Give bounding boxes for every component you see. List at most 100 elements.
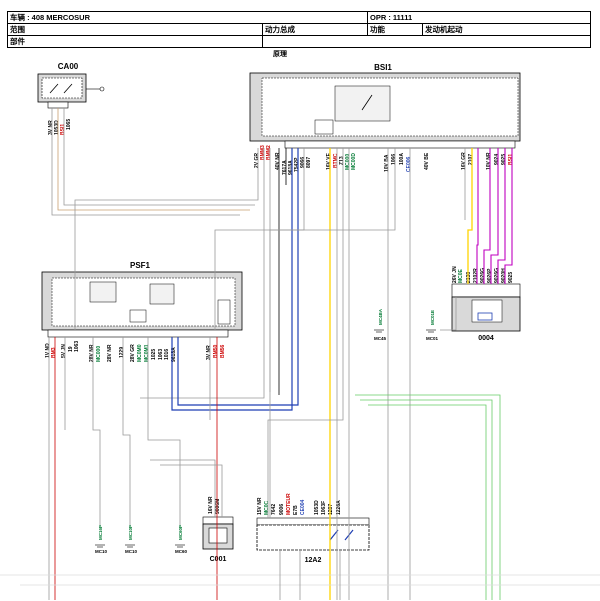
svg-text:9025: 9025	[508, 272, 514, 283]
svg-text:1063F: 1063F	[321, 501, 327, 515]
svg-text:9026G: 9026G	[480, 268, 486, 283]
svg-text:9026P: 9026P	[487, 268, 493, 283]
svg-text:1V ND: 1V ND	[45, 343, 51, 358]
svg-text:MC10: MC10	[95, 549, 108, 554]
key-icon	[99, 86, 105, 92]
psf1-pin-labels: 1V ND BM3 5V JN 19 1063 28V NR MC000 28V…	[45, 341, 226, 362]
svg-text:1229: 1229	[119, 347, 125, 358]
svg-text:BSI1: BSI1	[508, 154, 514, 165]
svg-text:MC60P: MC60P	[178, 525, 183, 540]
svg-text:MC0M0: MC0M0	[137, 344, 143, 362]
c001-label: C001	[210, 556, 227, 563]
c0004-connector	[451, 283, 521, 298]
svg-text:7642: 7642	[271, 504, 277, 515]
svg-text:E7B: E7B	[293, 505, 299, 515]
svg-text:CE004: CE004	[300, 499, 306, 515]
parts-label: 部件	[8, 36, 263, 47]
svg-text:MC16P: MC16P	[98, 525, 103, 540]
svg-text:1226A: 1226A	[336, 500, 342, 515]
svg-text:40V BE: 40V BE	[424, 152, 430, 170]
svg-text:8097: 8097	[306, 157, 312, 168]
function-label: 功能	[368, 24, 423, 35]
svg-text:BM3: BM3	[51, 347, 57, 358]
svg-text:MC01E: MC01E	[430, 310, 435, 325]
svg-text:9618A: 9618A	[171, 347, 177, 362]
header-row-vehicle: 车辆 : 408 MERCOSUR OPR : 11111	[8, 12, 590, 24]
a12a2-box	[256, 524, 370, 551]
svg-text:BM50: BM50	[213, 344, 219, 358]
svg-text:2107: 2107	[468, 154, 474, 165]
svg-text:MC000: MC000	[345, 154, 351, 170]
svg-text:BTMC: BTMC	[333, 153, 339, 168]
svg-text:1053D: 1053D	[54, 120, 60, 135]
svg-text:1066: 1066	[391, 154, 397, 165]
svg-text:1065: 1065	[66, 119, 72, 130]
vehicle-cell: 车辆 : 408 MERCOSUR	[8, 12, 368, 23]
scope-label: 范围	[8, 24, 263, 35]
svg-text:28V GR: 28V GR	[130, 344, 136, 362]
diagram-title: 原理	[273, 49, 287, 58]
a12a2-pin-labels: 15V NR MC0C 7642 9006 MOTEUR E7B CE004 1…	[257, 493, 342, 515]
svg-text:BMM3: BMM3	[260, 145, 266, 160]
svg-text:BM56: BM56	[220, 344, 226, 358]
svg-text:28V NR: 28V NR	[107, 344, 113, 362]
svg-text:16V GR: 16V GR	[461, 152, 467, 170]
svg-text:MC0E: MC0E	[458, 268, 464, 283]
header-table: 车辆 : 408 MERCOSUR OPR : 11111 范围 动力总成 功能…	[7, 11, 591, 48]
ca00-pin-labels: 3V NR 1053D BSI1 1065	[48, 119, 72, 135]
c0004-label: 0004	[478, 335, 494, 342]
svg-text:7617A: 7617A	[282, 160, 288, 175]
bsi1-connector	[284, 140, 516, 149]
function-value: 发动机起动	[425, 25, 463, 34]
svg-text:MC0M1: MC0M1	[144, 344, 150, 362]
c0004-pin-labels: 26V JN MC0E 2138 2102R 9026G 9026P 9026G…	[452, 266, 514, 283]
header-row-parts: 部件	[8, 36, 590, 47]
svg-text:9020H: 9020H	[501, 268, 507, 283]
svg-text:BSI1: BSI1	[60, 124, 66, 135]
bsi1-relay	[334, 85, 391, 122]
bsi1-pin-labels: 2V GR BMM3 BMM2 40V NR 7617A 9618A 7542P…	[254, 145, 514, 175]
bsi1-label: BSI1	[374, 63, 392, 72]
svg-text:MC10: MC10	[125, 549, 138, 554]
svg-text:MC01: MC01	[426, 336, 439, 341]
svg-text:16V VE: 16V VE	[326, 152, 332, 170]
svg-text:MC4BA: MC4BA	[378, 308, 383, 325]
ground-labels: MC4BA MC45 MC01E MC01 MC16P MC10 MC10P M…	[95, 308, 439, 554]
svg-text:9066: 9066	[300, 157, 306, 168]
svg-text:MC10P: MC10P	[128, 525, 133, 540]
svg-text:9618A: 9618A	[288, 160, 294, 175]
ca00-switch	[41, 77, 83, 99]
svg-text:2V GR: 2V GR	[254, 153, 260, 168]
svg-text:1063: 1063	[74, 341, 80, 352]
svg-text:Z13: Z13	[339, 156, 345, 165]
svg-text:CE006: CE006	[406, 156, 412, 172]
opr-cell: OPR : 11111	[370, 13, 413, 22]
ground-symbols	[95, 329, 436, 548]
svg-text:9025: 9025	[501, 154, 507, 165]
svg-text:9024: 9024	[494, 154, 500, 165]
scope-value: 动力总成	[263, 24, 368, 35]
svg-text:9006M: 9006M	[215, 499, 221, 514]
svg-text:1053D: 1053D	[314, 500, 320, 515]
svg-text:9026G: 9026G	[494, 268, 500, 283]
svg-text:3V NR: 3V NR	[48, 120, 54, 135]
svg-text:MC000: MC000	[96, 346, 102, 362]
psf1-connector	[47, 329, 229, 338]
svg-text:1016: 1016	[164, 349, 170, 360]
psf1-label: PSF1	[130, 261, 151, 270]
svg-text:16V NR: 16V NR	[208, 496, 214, 514]
svg-text:1287: 1287	[328, 504, 334, 515]
svg-text:26V JN: 26V JN	[452, 266, 458, 283]
svg-text:15V NR: 15V NR	[257, 497, 263, 515]
svg-text:MC60: MC60	[175, 549, 188, 554]
svg-text:MC45: MC45	[374, 336, 387, 341]
svg-text:MC00D: MC00D	[351, 153, 357, 170]
svg-text:28V NR: 28V NR	[89, 344, 95, 362]
svg-text:1063: 1063	[158, 349, 164, 360]
a12a2-label: 12A2	[305, 557, 322, 564]
svg-text:2102R: 2102R	[473, 268, 479, 283]
svg-text:MC0C: MC0C	[264, 500, 270, 515]
svg-text:3V NR: 3V NR	[206, 345, 212, 360]
svg-text:19: 19	[68, 346, 74, 352]
